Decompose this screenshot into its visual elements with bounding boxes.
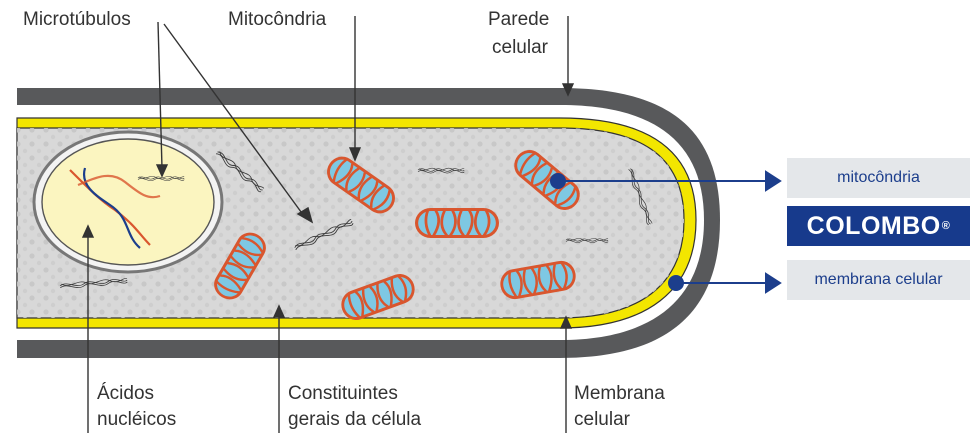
label-nucleic-acids-1: Ácidos: [97, 382, 154, 406]
label-cell-wall-2: celular: [492, 36, 548, 60]
label-microtubules: Microtúbulos: [23, 8, 131, 32]
brand-logo: COLOMBO®: [787, 206, 970, 246]
legend-mitochondria-text: mitocôndria: [837, 169, 920, 187]
mitochondrion: [415, 208, 499, 238]
label-constituents-1: Constituintes: [288, 382, 398, 406]
legend-membrane: membrana celular: [787, 260, 970, 300]
legend-mitochondria: mitocôndria: [787, 158, 970, 198]
label-nucleic-acids-2: nucléicos: [97, 408, 176, 432]
registered-mark: ®: [942, 220, 951, 232]
label-mitochondria: Mitocôndria: [228, 8, 326, 32]
label-membrane-2: celular: [574, 408, 630, 432]
label-constituents-2: gerais da célula: [288, 408, 421, 432]
legend-membrane-text: membrana celular: [814, 271, 942, 289]
brand-name: COLOMBO: [807, 212, 941, 241]
label-cell-wall-1: Parede: [488, 8, 549, 32]
label-membrane-1: Membrana: [574, 382, 665, 406]
